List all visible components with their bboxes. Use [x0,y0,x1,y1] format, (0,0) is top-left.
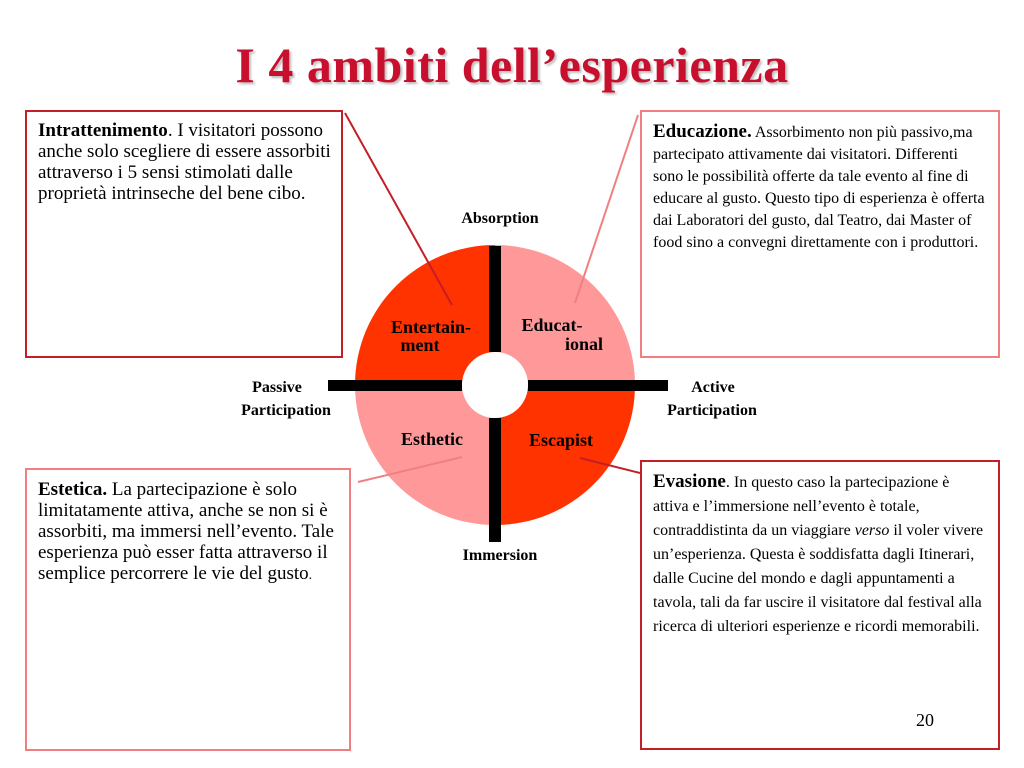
education-text: Assorbimento non più passivo,ma partecip… [653,124,985,251]
escapist-text-a: . In questo caso la partecipazione è att… [653,474,950,539]
esthetic-heading: Estetica. [38,479,108,500]
escapist-heading: Evasione [653,471,726,492]
axis-label-active-participation: Participation [667,402,757,419]
axis-label-immersion: Immersion [463,547,538,564]
quadrant-esthetic [355,385,495,525]
escapist-text-emphasis: verso [854,522,890,539]
center-circle [462,352,528,418]
escapist-text-b: il voler vivere un’esperienza. Questa è … [653,522,984,635]
quadrant-label-entertainment-1: Entertain- [391,317,471,337]
connector-esthetic [357,456,463,483]
axis-left-bar [328,380,462,391]
connector-escapist [579,457,641,474]
quadrant-label-educational-2: ional [565,334,603,354]
axis-label-passive: Passive [252,379,302,396]
escapist-box: Evasione. In questo caso la partecipazio… [640,460,1000,750]
axis-label-active: Active [691,379,735,396]
education-heading: Educazione. [653,121,752,142]
axis-right-bar [528,380,668,391]
quadrant-entertainment [355,245,495,385]
education-box: Educazione. Assorbimento non più passivo… [640,110,1000,358]
quadrant-escapist [495,385,635,525]
axis-bottom-bar [489,418,501,542]
page-number: 20 [916,710,934,730]
axis-label-absorption: Absorption [461,210,538,227]
quadrant-educational [495,245,635,385]
connector-education [574,114,639,304]
entertainment-box: Intrattenimento. I visitatori possono an… [25,110,343,358]
esthetic-text: La partecipazione è solo limitatamente a… [38,479,334,584]
quadrant-label-educational-1: Educat- [521,315,582,335]
entertainment-text: . I visitatori possono anche solo scegli… [38,120,331,204]
quadrant-label-esthetic: Esthetic [401,429,463,449]
esthetic-text-tail: . [308,568,313,583]
entertainment-heading: Intrattenimento [38,120,168,141]
connector-entertainment [344,112,453,306]
axis-label-passive-participation: Participation [241,402,331,419]
slide-title: I 4 ambiti dell’esperienza [235,37,789,93]
esthetic-box: Estetica. La partecipazione è solo limit… [25,468,351,751]
quadrant-label-entertainment-2: ment [401,335,440,355]
axis-top-bar [489,246,501,352]
quadrant-label-escapist: Escapist [529,430,593,450]
